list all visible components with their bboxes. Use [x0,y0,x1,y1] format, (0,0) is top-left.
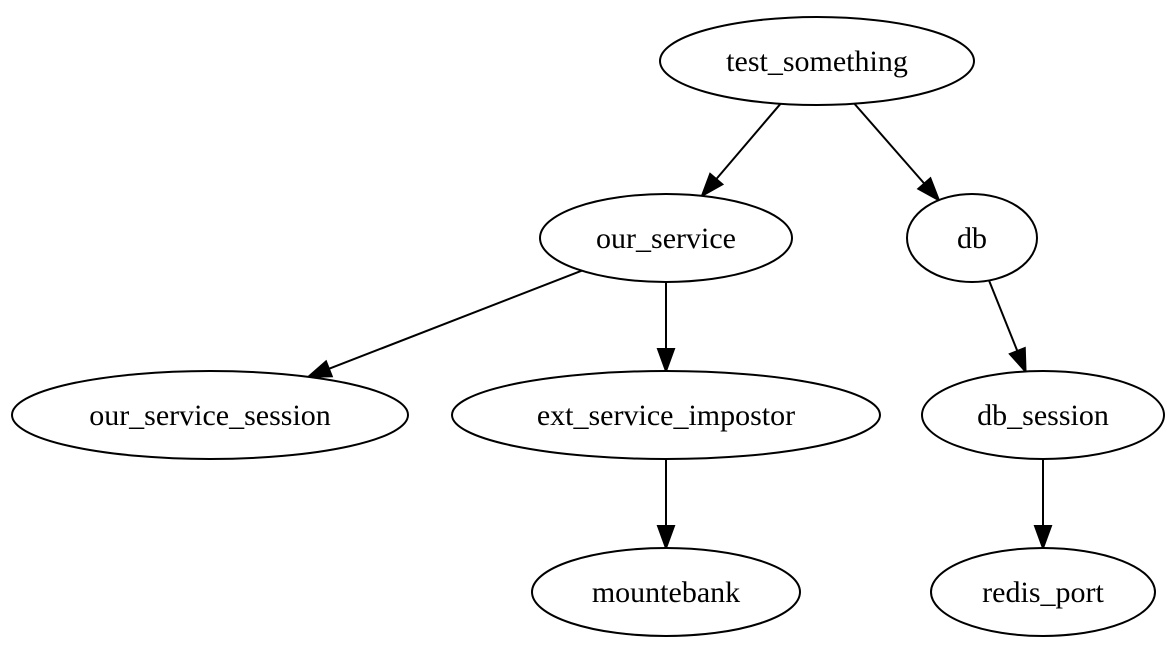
node-test-something: test_something [659,16,975,106]
node-ellipse [11,370,409,460]
arrowhead-icon [656,525,676,551]
node-ellipse [921,370,1165,460]
edge-line [988,280,1019,352]
node-label: db_session [977,399,1109,432]
node-label: test_something [726,45,908,78]
node-mountebank: mountebank [531,547,801,637]
node-db-session: db_session [921,370,1165,460]
edge-ext-service-impostor-to-mountebank [656,459,676,551]
edge-our-service-to-our-service-session [305,269,583,378]
edge-db-session-to-redis-port [1033,459,1053,551]
edge-line [715,103,782,180]
edges-layer [305,103,1053,551]
node-label: db [957,222,987,255]
edge-our-service-to-ext-service-impostor [656,282,676,374]
node-ellipse [906,193,1038,283]
arrowhead-icon [1033,525,1053,551]
edge-test-something-to-our-service [700,103,782,199]
node-ext-service-impostor: ext_service_impostor [451,370,881,460]
arrowhead-icon [656,348,676,374]
node-label: ext_service_impostor [537,399,795,432]
edge-line [328,269,583,370]
nodes-layer: test_something our_service db our_service_s… [11,16,1165,637]
arrowhead-icon [305,359,334,378]
arrowhead-icon [1008,346,1027,375]
edge-test-something-to-db [853,103,941,203]
node-ellipse [451,370,881,460]
node-label: mountebank [592,576,740,609]
node-db: db [906,193,1038,283]
node-our-service: our_service [539,193,793,283]
node-ellipse [539,193,793,283]
node-ellipse [531,547,801,637]
edge-db-to-db-session [988,280,1027,375]
node-ellipse [930,547,1156,637]
node-label: redis_port [982,576,1104,609]
node-label: our_service_session [89,399,331,432]
edge-line [853,103,926,185]
node-label: our_service [596,222,736,255]
node-ellipse [659,16,975,106]
arrowhead-icon [916,176,941,203]
arrowhead-icon [700,172,725,199]
node-our-service-session: our_service_session [11,370,409,460]
node-redis-port: redis_port [930,547,1156,637]
